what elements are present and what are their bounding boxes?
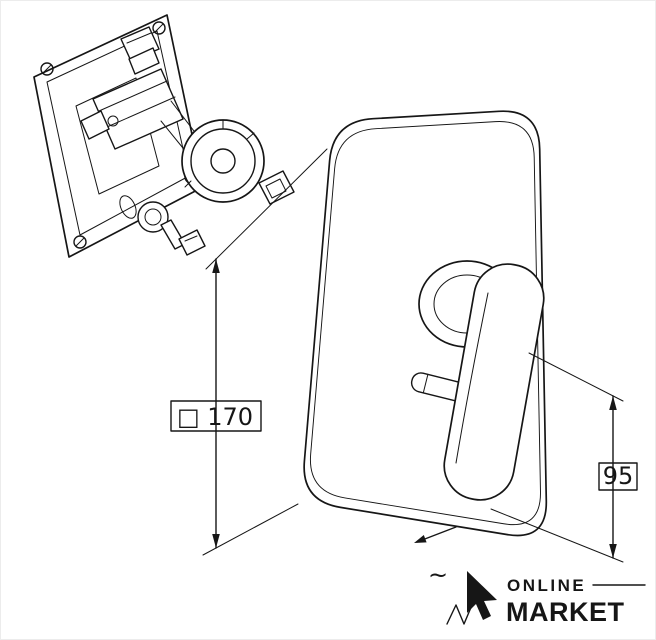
logo-market-text: MARKET <box>506 597 625 627</box>
online-market-logo: ONLINE MARKET <box>446 571 646 627</box>
dimension-plate-170: □ 170 <box>170 148 328 556</box>
approx-leader: ~ <box>414 526 457 589</box>
dimension-handle-95: 95 <box>490 352 638 563</box>
concealed-valve-assembly <box>33 14 295 258</box>
cursor-arrow-icon <box>467 571 497 620</box>
plate-dimension-label: □ 170 <box>177 403 253 431</box>
zigzag-icon <box>446 604 473 625</box>
cartridge-dial <box>181 119 265 203</box>
stop-valve <box>119 195 206 256</box>
lever-handle <box>410 260 545 501</box>
handle-dimension-label: 95 <box>603 462 634 490</box>
logo-online-text: ONLINE <box>507 576 586 595</box>
approx-symbol: ~ <box>428 561 448 589</box>
